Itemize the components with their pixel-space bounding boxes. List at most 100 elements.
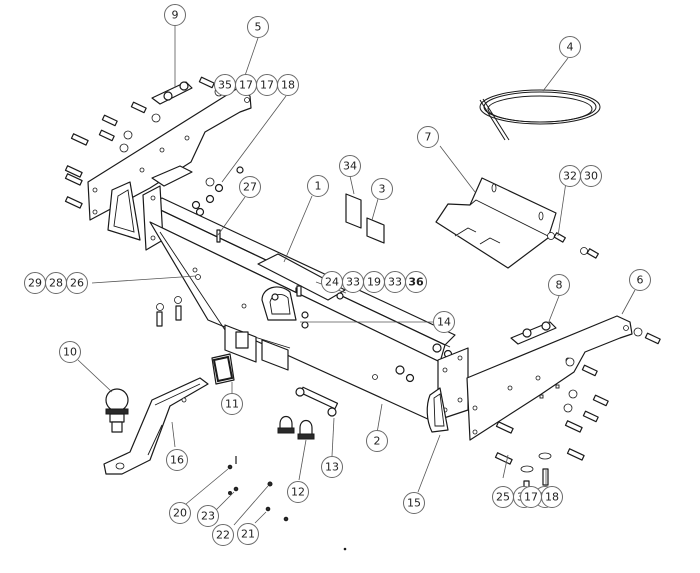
callout-small-pin-c: 22 — [212, 524, 234, 546]
callout-number: 26 — [70, 277, 84, 290]
callout-hitch-pin: 13 — [321, 456, 343, 478]
tow-ring-center — [261, 286, 309, 329]
callout-bubble — [307, 175, 329, 197]
callout-d-shackles: 12 — [287, 481, 309, 503]
callout-bubble — [66, 272, 88, 294]
callout-bubble — [237, 523, 259, 545]
callout-skid-plate: 7 — [417, 126, 439, 148]
ball-mount-drawbar — [103, 377, 209, 475]
callout-lower-frame: 2 — [366, 430, 388, 452]
callout-number: 17 — [524, 491, 538, 504]
callout-bubble — [541, 486, 563, 508]
callout-number: 33 — [388, 276, 402, 289]
callout-left-bracket-fasteners: 35 17 17 18 — [214, 74, 299, 96]
callout-number: 21 — [241, 528, 255, 541]
callout-bubble — [169, 502, 191, 524]
wiring-cable — [479, 89, 601, 141]
left-clamp-plate — [151, 81, 193, 105]
callout-bubble — [433, 311, 455, 333]
left-bracket-bolts — [64, 76, 224, 209]
right-tow-ring — [426, 387, 449, 433]
callout-bubble — [559, 36, 581, 58]
callout-number: 10 — [63, 346, 77, 359]
callout-number: 34 — [343, 160, 357, 173]
callout-number: 9 — [172, 9, 179, 22]
left-bracket-fasteners — [191, 166, 244, 217]
callout-number: 17 — [239, 79, 253, 92]
receiver-cover — [211, 353, 235, 385]
callout-tow-ring-center: 14 — [433, 311, 455, 333]
callout-main-crossbar: 1 — [307, 175, 329, 197]
callout-bubble — [417, 126, 439, 148]
callout-small-pin-a: 20 — [169, 502, 191, 524]
callout-small-pin-d: 21 — [237, 523, 259, 545]
callout-label-sticker-small: 3 — [371, 178, 393, 200]
skid-plate-bolts — [547, 232, 599, 259]
label-sticker-large — [345, 193, 362, 229]
hitch-pin — [295, 386, 339, 417]
callout-bubble — [239, 176, 261, 198]
callout-number: 14 — [437, 316, 451, 329]
callout-right-side-bracket: 6 — [629, 269, 651, 291]
d-shackles — [277, 415, 315, 440]
right-bracket-bolts — [494, 327, 661, 465]
callout-number: 23 — [201, 510, 215, 523]
right-clamp-plate — [510, 321, 557, 345]
callout-right-tow-ring: 15 — [403, 492, 425, 514]
callout-number: 18 — [545, 491, 559, 504]
left-end-plate — [142, 185, 164, 251]
under-frame-bolts — [156, 296, 182, 327]
callout-number: 1 — [315, 180, 322, 193]
callout-number: 33 — [346, 276, 360, 289]
callout-number: 36 — [408, 276, 424, 289]
callout-bubble — [59, 341, 81, 363]
leader-lines — [77, 26, 636, 526]
callout-number: 2 — [374, 435, 381, 448]
left-tow-ring — [107, 181, 141, 241]
callout-number: 15 — [407, 497, 421, 510]
skid-plate — [435, 177, 557, 269]
callout-number: 4 — [567, 41, 574, 54]
callout-bubble — [548, 274, 570, 296]
small-pins — [227, 456, 347, 551]
callout-left-clamp-plate: 9 — [164, 4, 186, 26]
callout-bubble — [277, 74, 299, 96]
callout-number: 20 — [173, 507, 187, 520]
callout-bubble — [580, 165, 602, 187]
callout-number: 8 — [556, 279, 563, 292]
callout-number: 11 — [225, 398, 239, 411]
callout-number: 12 — [291, 486, 305, 499]
callout-bubble — [366, 430, 388, 452]
callout-number: 35 — [218, 79, 232, 92]
callout-bubble — [212, 524, 234, 546]
callout-stud-pin: 27 — [239, 176, 261, 198]
callout-bubble — [166, 449, 188, 471]
callout-number: 18 — [281, 79, 295, 92]
lower-frame — [149, 221, 441, 421]
callout-receiver-cover: 11 — [221, 393, 243, 415]
callout-bubble — [247, 16, 269, 38]
callout-number: 16 — [170, 454, 184, 467]
callout-number: 28 — [49, 277, 63, 290]
label-sticker-small — [366, 217, 385, 244]
callout-bubble — [164, 4, 186, 26]
callout-bubble — [197, 505, 219, 527]
callout-bubble — [629, 269, 651, 291]
callout-number: 17 — [260, 79, 274, 92]
tow-ball — [105, 388, 129, 433]
callout-wiring-cable: 4 — [559, 36, 581, 58]
callout-number: 19 — [367, 276, 381, 289]
callout-bubble — [321, 456, 343, 478]
callout-number: 7 — [425, 131, 432, 144]
callout-number: 13 — [325, 461, 339, 474]
right-side-bracket — [466, 315, 633, 441]
callout-bubble — [287, 481, 309, 503]
callout-ball-mount-drawbar: 16 — [166, 449, 188, 471]
callout-number: 25 — [496, 491, 510, 504]
callout-bubble — [405, 271, 427, 293]
